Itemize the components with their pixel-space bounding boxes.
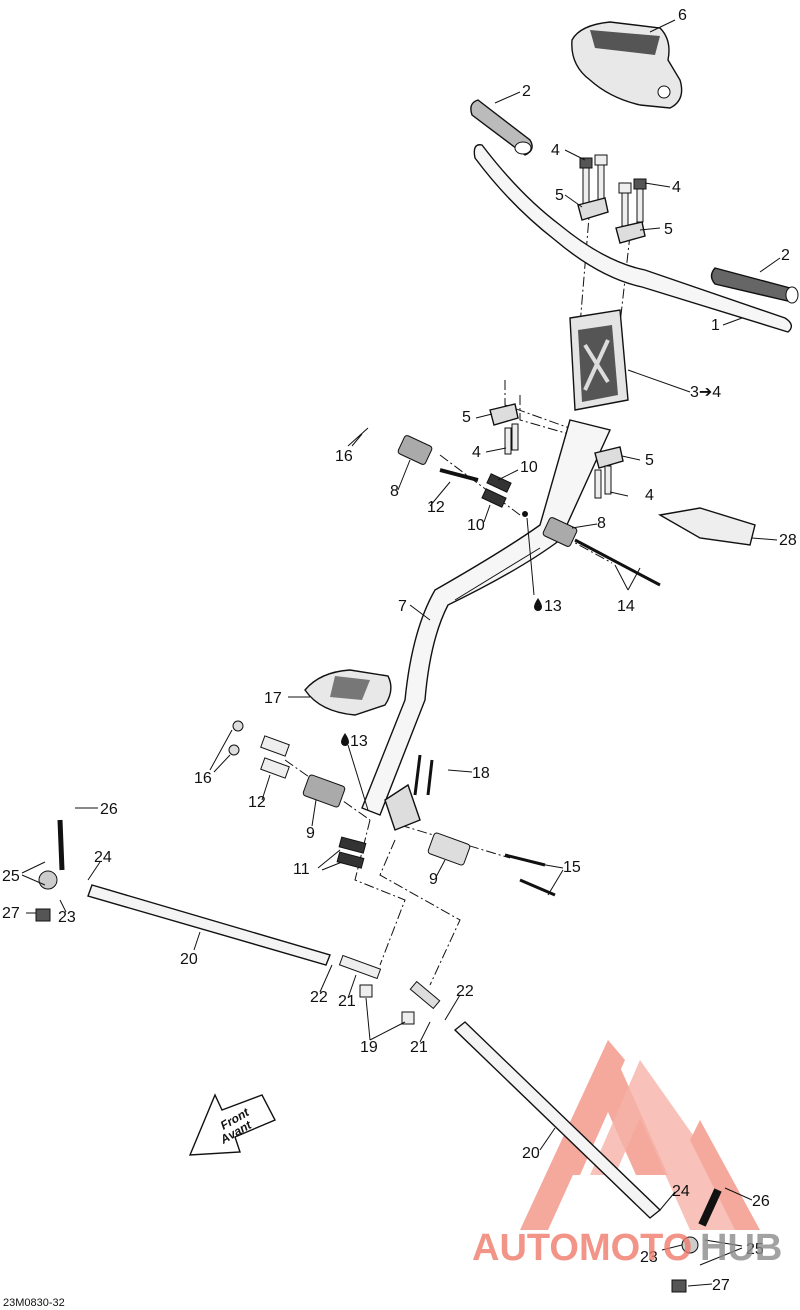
grip-lower xyxy=(710,267,799,304)
plate-28 xyxy=(657,507,756,546)
leader-lines xyxy=(21,19,781,1287)
callout-23: 23 xyxy=(640,1249,658,1266)
callout-11: 11 xyxy=(293,861,310,878)
callout-10: 10 xyxy=(520,459,538,476)
callout-16: 16 xyxy=(335,448,353,465)
tie-rod-right xyxy=(401,980,722,1293)
callout-20: 20 xyxy=(522,1145,540,1162)
callout-4: 4 xyxy=(645,487,654,504)
callout-5: 5 xyxy=(555,187,564,204)
callout-25: 25 xyxy=(746,1241,764,1258)
callout-9: 9 xyxy=(429,871,438,888)
callout-18: 18 xyxy=(472,765,490,782)
upper-clamps xyxy=(577,197,646,244)
callout-22: 22 xyxy=(456,983,474,1000)
callout-24: 24 xyxy=(672,1183,690,1200)
callout-13: 13 xyxy=(544,598,562,615)
handlebar-pad xyxy=(571,21,683,109)
callout-5: 5 xyxy=(462,409,471,426)
front-direction-arrow: Front Avant xyxy=(188,1093,276,1156)
watermark-text-grey: HUB xyxy=(700,1227,782,1269)
callout-16: 16 xyxy=(194,770,212,787)
callout-22: 22 xyxy=(310,989,328,1006)
callout-4: 4 xyxy=(551,142,560,159)
callout-7: 7 xyxy=(398,598,407,615)
drawing-reference: 23M0830-32 xyxy=(3,1297,65,1309)
callout-6: 6 xyxy=(678,7,687,24)
lubricant-icon xyxy=(341,598,542,746)
riser-block xyxy=(569,309,629,411)
callout-8: 8 xyxy=(390,483,399,500)
callout-4: 4 xyxy=(472,444,481,461)
callout-5: 5 xyxy=(664,221,673,238)
callout-23: 23 xyxy=(58,909,76,926)
steering-arm xyxy=(384,754,434,831)
callout-26: 26 xyxy=(100,801,118,818)
callout-12: 12 xyxy=(248,794,266,811)
callout-25: 25 xyxy=(2,868,20,885)
callout-12: 12 xyxy=(427,499,445,516)
upper-bushings xyxy=(397,435,661,587)
handlebar xyxy=(473,144,793,333)
callout-10: 10 xyxy=(467,517,485,534)
callout-14: 14 xyxy=(617,598,635,615)
callout-21: 21 xyxy=(338,993,356,1010)
callout-15: 15 xyxy=(563,859,581,876)
callout-3-to-4: 3➔4 xyxy=(690,384,721,401)
watermark-text: AUTOMOTO HUB xyxy=(472,1227,782,1269)
cover-17 xyxy=(304,669,392,716)
callout-2: 2 xyxy=(522,83,531,100)
grip-upper xyxy=(470,99,533,156)
callout-24: 24 xyxy=(94,849,112,866)
callout-19: 19 xyxy=(360,1039,378,1056)
callout-5: 5 xyxy=(645,452,654,469)
callout-27: 27 xyxy=(2,905,20,922)
callout-26: 26 xyxy=(752,1193,770,1210)
watermark-text-red: AUTOMOTO xyxy=(472,1227,692,1269)
column-clamps xyxy=(489,403,624,499)
tie-rod-left xyxy=(35,819,382,998)
callout-28: 28 xyxy=(779,532,797,549)
callout-20: 20 xyxy=(180,951,198,968)
callout-labels: 6 2 4 4 5 5 2 1 3➔4 5 16 4 10 5 8 12 4 1… xyxy=(2,7,797,1294)
lower-bushings xyxy=(228,720,556,897)
callout-1: 1 xyxy=(711,317,720,334)
callout-2: 2 xyxy=(781,247,790,264)
callout-17: 17 xyxy=(264,690,282,707)
callout-27: 27 xyxy=(712,1277,730,1294)
callout-21: 21 xyxy=(410,1039,428,1056)
callout-13: 13 xyxy=(350,733,368,750)
callout-9: 9 xyxy=(306,825,315,842)
steering-column xyxy=(361,419,611,816)
callout-4: 4 xyxy=(672,179,681,196)
callout-8: 8 xyxy=(597,515,606,532)
